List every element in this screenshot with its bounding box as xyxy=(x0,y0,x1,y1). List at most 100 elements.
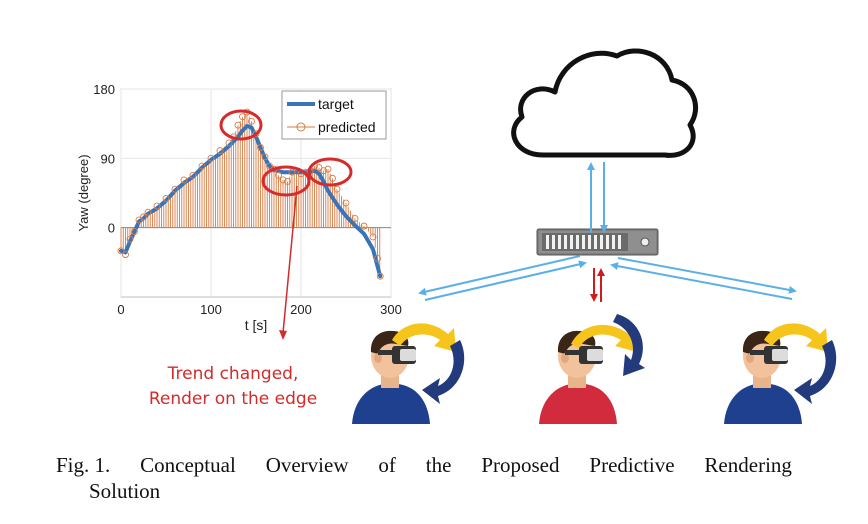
predicted-point xyxy=(369,233,377,241)
edge-left-user-link xyxy=(418,255,587,301)
vr-strap xyxy=(750,350,766,355)
predicted-point xyxy=(153,202,161,210)
vr-headset-visor xyxy=(772,349,788,361)
ear xyxy=(374,353,382,363)
server-vent-slot xyxy=(570,235,573,249)
server-vent-slot xyxy=(594,235,597,249)
trend-annotation: Trend changed, Render on the edge xyxy=(136,362,330,412)
caption-word: Proposed xyxy=(481,453,560,477)
predicted-point xyxy=(117,247,125,255)
legend-predicted-marker xyxy=(296,122,306,132)
predicted-point xyxy=(207,154,215,162)
yellow-rotation-arrow xyxy=(571,324,637,352)
x-tick-label: 200 xyxy=(290,302,312,317)
predicted-point xyxy=(324,165,332,173)
predicted-point xyxy=(351,214,359,222)
yaw-chart: 0 100 200 300 180 90 0 t [s] Yaw (degree) targ… xyxy=(76,82,402,340)
ear xyxy=(746,353,754,363)
predicted-point xyxy=(198,162,206,170)
server-power-light xyxy=(640,237,650,247)
edge-server-icon xyxy=(536,228,659,256)
server-vent-slot xyxy=(558,235,561,249)
predicted-markers xyxy=(117,108,384,280)
predicted-point xyxy=(252,130,260,138)
vr-headset-visor xyxy=(400,349,416,361)
yellow-rotation-arrow xyxy=(764,323,828,352)
vr-user-icon xyxy=(539,314,645,424)
annotation-line-1: Trend changed, xyxy=(167,364,299,384)
tick-labels: 0 100 200 300 180 90 0 xyxy=(93,82,402,317)
predicted-point xyxy=(162,194,170,202)
caption-word: the xyxy=(425,453,452,477)
predicted-point xyxy=(320,167,327,175)
predicted-point xyxy=(279,176,287,184)
predicted-point xyxy=(126,235,134,243)
predicted-stems xyxy=(120,112,381,274)
caption-word: Overview xyxy=(265,453,349,477)
predicted-point xyxy=(261,153,269,161)
predicted-point xyxy=(234,121,242,129)
predicted-point xyxy=(275,171,282,179)
predicted-point xyxy=(131,228,138,235)
server-vent-slot xyxy=(612,235,615,249)
server-vent-slot xyxy=(606,235,609,249)
x-tick-label: 100 xyxy=(200,302,222,317)
predicted-point xyxy=(342,199,350,207)
caption-word: Fig. 1. xyxy=(56,453,111,477)
edge-right-user-link xyxy=(610,257,797,300)
predicted-point xyxy=(329,174,336,182)
y-tick-label: 180 xyxy=(93,82,115,97)
y-tick-label: 90 xyxy=(101,151,115,166)
annotation-arrowhead xyxy=(279,330,287,340)
predicted-point xyxy=(284,177,291,185)
caption-word: Predictive xyxy=(589,453,675,477)
y-axis-label: Yaw (degree) xyxy=(76,154,91,231)
vr-strap xyxy=(378,350,394,355)
highlight-ring-plateau xyxy=(261,165,311,197)
caption-line-2: Solution xyxy=(89,479,161,503)
legend: target predicted xyxy=(281,90,387,140)
navy-rotation-arrow xyxy=(613,314,645,376)
caption-word: of xyxy=(378,453,396,477)
predicted-point xyxy=(288,168,296,176)
caption-word: Rendering xyxy=(704,453,792,477)
yellow-rotation-arrow xyxy=(392,323,456,352)
server-vent-slot xyxy=(582,235,585,249)
highlight-ring-drop xyxy=(307,157,353,187)
x-tick-label: 0 xyxy=(117,302,124,317)
x-axis-label: t [s] xyxy=(245,317,268,333)
server-vents xyxy=(546,235,621,249)
shirt xyxy=(539,384,617,424)
x-tick-label: 300 xyxy=(380,302,402,317)
predicted-point xyxy=(376,272,384,280)
shirt xyxy=(724,384,802,424)
cloud-edge-link xyxy=(587,162,608,233)
navy-rotation-arrow xyxy=(422,340,465,404)
figure-caption: Fig. 1. Conceptual Overview of the Proposed Pr… xyxy=(56,452,792,504)
predicted-point xyxy=(140,213,147,221)
predicted-point xyxy=(360,222,368,230)
predicted-point xyxy=(239,113,246,121)
highlight-ring-peak xyxy=(219,109,263,141)
caption-word: Conceptual xyxy=(140,453,236,477)
y-tick-label: 0 xyxy=(108,221,115,236)
server-vent-slot xyxy=(552,235,555,249)
legend-target-label: target xyxy=(318,96,354,112)
predicted-point xyxy=(122,251,129,259)
predicted-point xyxy=(374,255,381,262)
vr-user-icon xyxy=(724,323,837,424)
server-vent-slot xyxy=(546,235,549,249)
vr-user-icon xyxy=(352,323,465,424)
caption-line-1: Fig. 1. Conceptual Overview of the Proposed Pr… xyxy=(56,452,792,478)
navy-rotation-arrow xyxy=(794,340,837,404)
predicted-point xyxy=(216,147,224,155)
predicted-point xyxy=(180,176,188,184)
predicted-point xyxy=(225,139,233,147)
annotation-line-2: Render on the edge xyxy=(148,389,318,409)
cloud-icon xyxy=(511,48,699,158)
edge-center-user-link xyxy=(590,268,605,302)
vr-headset-visor xyxy=(587,349,603,361)
predicted-point xyxy=(333,185,341,193)
predicted-point xyxy=(248,117,255,125)
